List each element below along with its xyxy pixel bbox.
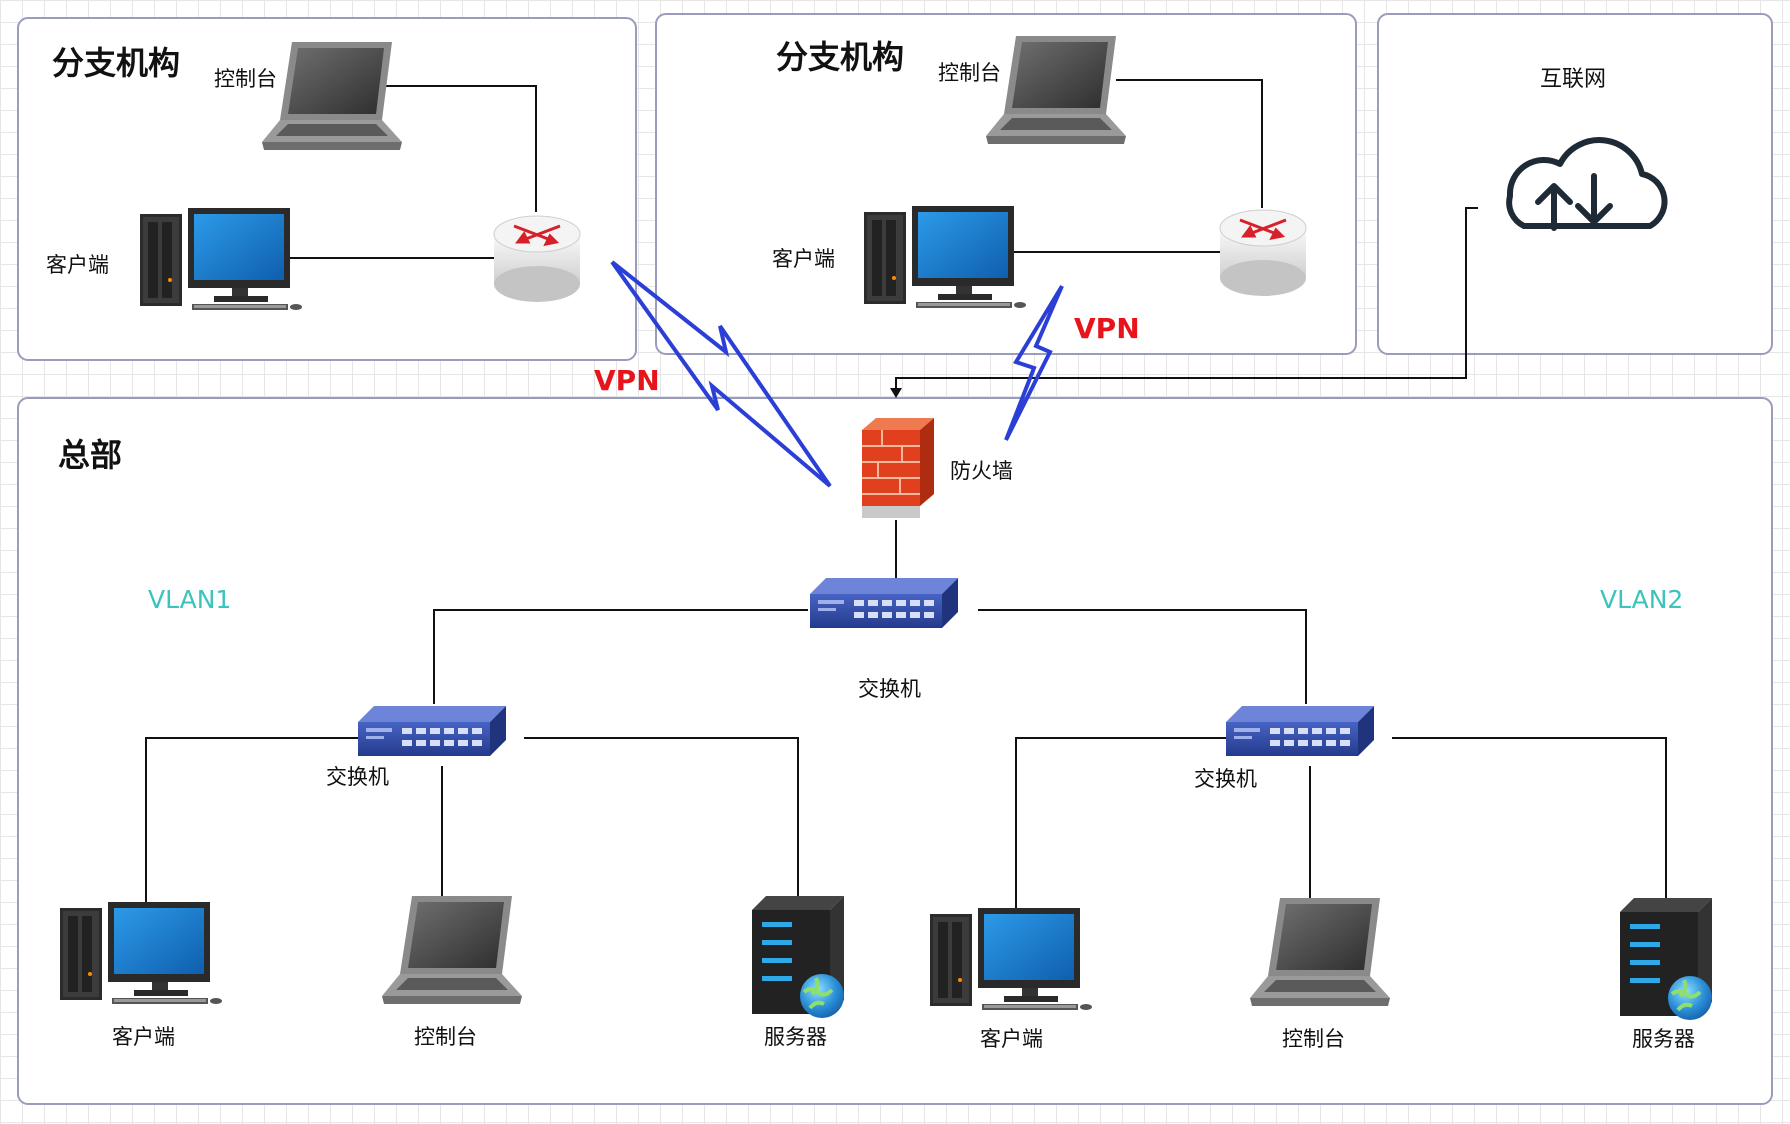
vpn-label-left: VPN [594, 364, 660, 397]
v1-console-label: 控制台 [414, 1025, 477, 1049]
vlan1-label: VLAN1 [148, 585, 231, 614]
connection-lines [145, 79, 1667, 910]
vpn-lightning-left [610, 260, 832, 488]
v2-console-label: 控制台 [1282, 1027, 1345, 1051]
core-switch-label: 交换机 [858, 677, 921, 701]
vlan2-label: VLAN2 [1600, 585, 1683, 614]
v2-server-label: 服务器 [1632, 1027, 1695, 1051]
v1-server-label: 服务器 [764, 1025, 827, 1049]
arrowhead [890, 388, 902, 398]
v1-server [750, 894, 846, 1020]
branch1-title: 分支机构 [52, 44, 180, 82]
v2-server [1618, 896, 1714, 1022]
branch2-title: 分支机构 [776, 38, 904, 76]
v2-client-label: 客户端 [980, 1027, 1043, 1051]
core-switch [810, 578, 958, 628]
hq-title: 总部 [58, 436, 122, 474]
b2-client-label: 客户端 [772, 247, 835, 271]
vlan2-switch [1226, 706, 1374, 756]
firewall-icon [862, 418, 934, 518]
vlan1-switch-label: 交换机 [326, 765, 389, 789]
b1-router [492, 214, 582, 304]
b2-console-label: 控制台 [938, 61, 1001, 85]
internet-title: 互联网 [1540, 67, 1606, 92]
b2-router [1218, 208, 1308, 298]
vlan2-switch-label: 交换机 [1194, 767, 1257, 791]
v1-client-label: 客户端 [112, 1025, 175, 1049]
internet-region [1377, 13, 1773, 355]
branch2-region [655, 13, 1357, 355]
b1-client-label: 客户端 [46, 253, 109, 277]
vpn-label-right: VPN [1074, 312, 1140, 345]
vpn-lightning-right [1004, 284, 1064, 441]
firewall-label: 防火墙 [950, 459, 1013, 483]
vlan1-switch [358, 706, 506, 756]
cloud-icon [1506, 137, 1668, 231]
b1-console-label: 控制台 [214, 67, 277, 91]
